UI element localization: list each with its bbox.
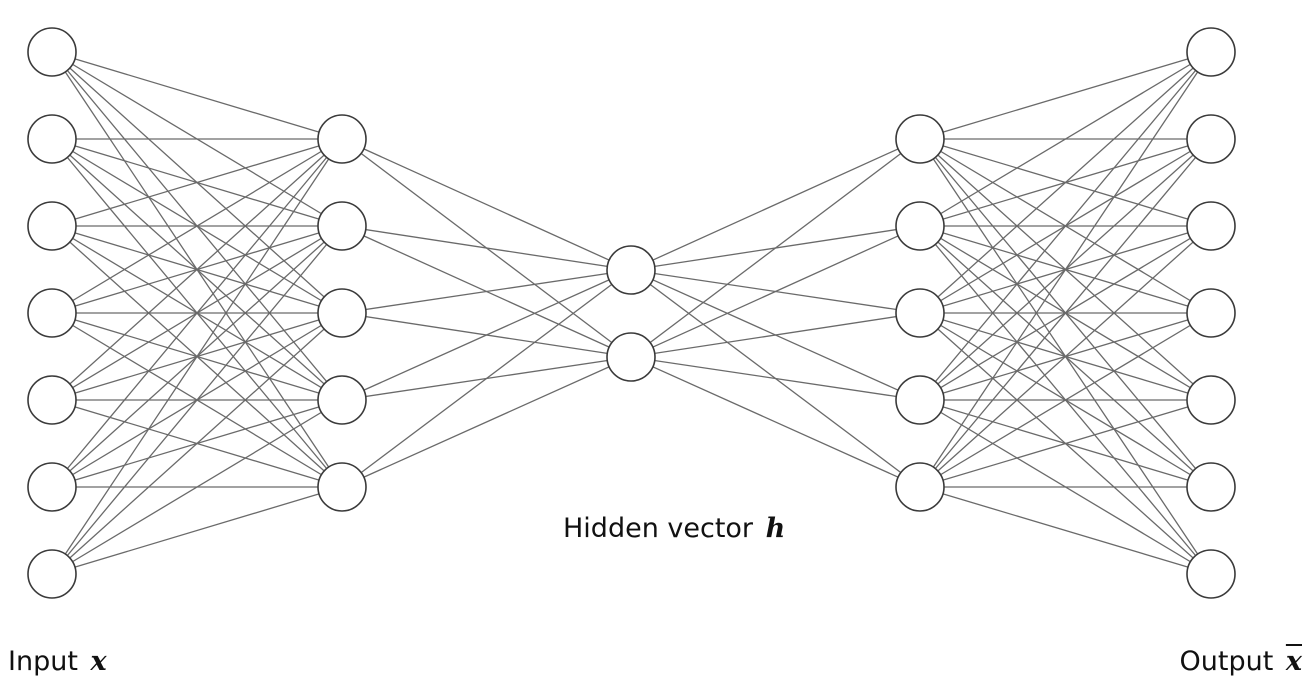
node-output-4 [1186, 375, 1236, 425]
node-input-0 [27, 27, 77, 77]
node-output-0 [1186, 27, 1236, 77]
edge-bottleneck-0-to-decoder-hidden-0 [630, 138, 921, 271]
edge-bottleneck-1-to-decoder-hidden-1 [630, 225, 921, 358]
hidden-vector-label: Hidden vector h [563, 515, 785, 542]
node-output-1 [1186, 114, 1236, 164]
edge-encoder-hidden-0-to-bottleneck-0 [341, 138, 632, 271]
node-decoder-hidden-2 [895, 288, 945, 338]
output-label: Output x [1180, 648, 1303, 675]
edge-encoder-hidden-4-to-bottleneck-0 [341, 269, 632, 488]
node-decoder-hidden-0 [895, 114, 945, 164]
edge-decoder-hidden-2-to-output-0 [919, 51, 1212, 314]
output-label-text: Output [1179, 646, 1274, 677]
hidden-symbol: h [765, 513, 786, 544]
node-decoder-hidden-1 [895, 201, 945, 251]
edge-decoder-hidden-1-to-output-0 [919, 51, 1212, 227]
node-output-2 [1186, 201, 1236, 251]
node-bottleneck-0 [606, 245, 656, 295]
node-encoder-hidden-4 [317, 462, 367, 512]
edge-decoder-hidden-4-to-output-6 [919, 486, 1212, 575]
edge-encoder-hidden-2-to-bottleneck-0 [341, 269, 632, 314]
edge-decoder-hidden-4-to-output-3 [919, 312, 1212, 488]
node-input-2 [27, 201, 77, 251]
edge-decoder-hidden-4-to-output-0 [919, 51, 1212, 488]
edge-encoder-hidden-3-to-bottleneck-0 [341, 269, 632, 401]
edge-decoder-hidden-0-to-output-0 [919, 51, 1212, 140]
edge-bottleneck-1-to-decoder-hidden-3 [630, 356, 921, 401]
node-input-5 [27, 462, 77, 512]
edge-decoder-hidden-4-to-output-2 [919, 225, 1212, 488]
edge-decoder-hidden-3-to-output-0 [919, 51, 1212, 401]
node-output-5 [1186, 462, 1236, 512]
node-input-6 [27, 549, 77, 599]
edge-input-6-to-encoder-hidden-2 [51, 312, 343, 575]
edge-input-6-to-encoder-hidden-0 [51, 138, 343, 575]
output-symbol: x [1285, 646, 1302, 677]
node-encoder-hidden-0 [317, 114, 367, 164]
node-bottleneck-1 [606, 332, 656, 382]
node-input-1 [27, 114, 77, 164]
edge-bottleneck-1-to-decoder-hidden-4 [630, 356, 921, 488]
node-decoder-hidden-4 [895, 462, 945, 512]
edge-input-4-to-encoder-hidden-0 [51, 138, 343, 401]
edge-input-5-to-encoder-hidden-0 [51, 138, 343, 488]
node-output-6 [1186, 549, 1236, 599]
edge-input-6-to-encoder-hidden-4 [51, 486, 343, 575]
edge-input-6-to-encoder-hidden-3 [51, 399, 343, 575]
node-encoder-hidden-2 [317, 288, 367, 338]
edge-input-3-to-encoder-hidden-0 [51, 138, 343, 314]
edge-bottleneck-1-to-decoder-hidden-2 [630, 312, 921, 358]
node-input-4 [27, 375, 77, 425]
edge-encoder-hidden-4-to-bottleneck-1 [341, 356, 632, 488]
edge-encoder-hidden-1-to-bottleneck-0 [341, 225, 632, 271]
node-decoder-hidden-3 [895, 375, 945, 425]
connection-lines [51, 51, 1212, 575]
edge-bottleneck-1-to-decoder-hidden-0 [630, 138, 921, 358]
edge-input-6-to-encoder-hidden-1 [51, 225, 343, 575]
edge-input-0-to-encoder-hidden-0 [51, 51, 343, 140]
node-encoder-hidden-3 [317, 375, 367, 425]
hidden-label-text: Hidden vector [563, 513, 754, 544]
neuron-nodes [27, 27, 1236, 599]
input-symbol: x [90, 646, 107, 677]
edge-decoder-hidden-4-to-output-4 [919, 399, 1212, 488]
input-label: Input x [8, 648, 107, 675]
edge-input-2-to-encoder-hidden-0 [51, 138, 343, 227]
node-input-3 [27, 288, 77, 338]
input-label-text: Input [8, 646, 78, 677]
node-encoder-hidden-1 [317, 201, 367, 251]
node-output-3 [1186, 288, 1236, 338]
edge-decoder-hidden-4-to-output-1 [919, 138, 1212, 488]
